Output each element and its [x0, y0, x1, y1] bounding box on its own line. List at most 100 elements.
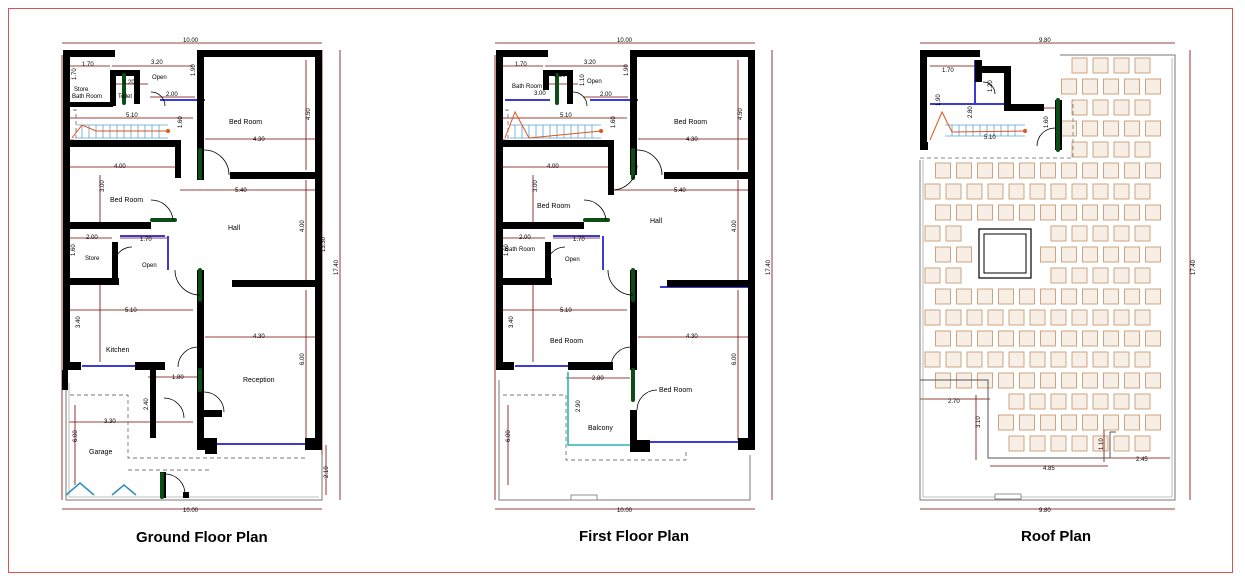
room-label-bed-room: Bed Room [229, 119, 262, 126]
roof-tile [935, 288, 951, 305]
roof-tile [987, 351, 1004, 368]
roof-tile [1019, 330, 1035, 347]
roof-tile [1124, 330, 1140, 347]
roof-tile [935, 330, 951, 347]
roof-tile [1061, 246, 1077, 263]
first-walls [496, 50, 755, 452]
room-label-reception: Reception [243, 377, 275, 384]
roof-outlines [919, 54, 1176, 501]
dimension-label: 1.90 [624, 64, 630, 76]
roof-tile [1071, 267, 1088, 284]
roof-tile [1050, 225, 1067, 242]
roof-tile [1113, 351, 1130, 368]
dimension-label: 2.80 [968, 106, 974, 118]
dimension-label: 1.10 [580, 74, 586, 86]
roof-tile [1050, 393, 1067, 410]
room-label-toilet: Toilet [118, 94, 132, 100]
roof-tile [945, 225, 962, 242]
dimension-label: 4.00 [300, 220, 306, 232]
roof-staircase [928, 110, 1052, 142]
room-label-open: Open [587, 79, 602, 85]
dimension-label: 6.00 [506, 430, 512, 442]
roof-tile [935, 204, 951, 221]
roof-tile [924, 267, 941, 284]
roof-tile [1134, 141, 1151, 158]
room-label-garage: Garage [89, 449, 112, 456]
roof-tile [1040, 288, 1056, 305]
dimension-label: 1.70 [140, 237, 152, 243]
roof-tile [1103, 414, 1119, 431]
roof-tile-grid [924, 57, 1161, 452]
roof-tile [987, 183, 1004, 200]
roof-tile [924, 225, 941, 242]
roof-tile [1092, 351, 1109, 368]
room-label-open: Open [565, 257, 580, 263]
roof-tile [1082, 372, 1098, 389]
roof-tile [924, 351, 941, 368]
dimension-label: 3.20 [151, 60, 163, 66]
dimension-label: 1.90 [936, 94, 942, 106]
roof-tile [1113, 99, 1130, 116]
ground-dimension-labels: 10.00 1.70 3.20 1.70 1.20 1.90 2.00 5.10… [71, 38, 340, 514]
roof-tile [1113, 267, 1130, 284]
roof-tile [1061, 330, 1077, 347]
dimension-label: 1.80 [172, 375, 184, 381]
roof-tile [977, 330, 993, 347]
roof-tile [998, 414, 1014, 431]
dimension-label: 2.45 [1136, 457, 1148, 463]
roof-tile [956, 330, 972, 347]
dimension-label: 2.10 [1023, 106, 1035, 112]
dimension-label: 1.20 [988, 80, 994, 92]
roof-tile [1008, 351, 1025, 368]
dimension-label: 4.00 [732, 220, 738, 232]
roof-tile [1019, 414, 1035, 431]
roof-tile [1029, 183, 1046, 200]
roof-tile [1134, 267, 1151, 284]
roof-tile [1134, 99, 1151, 116]
roof-tile [1040, 372, 1056, 389]
room-label-bath-room: Bath Room [72, 94, 102, 100]
dimension-label: 1.70 [515, 62, 527, 68]
roof-tile [966, 309, 983, 326]
dimension-label: 1.10 [1099, 438, 1105, 450]
roof-tile [1029, 309, 1046, 326]
ground-lot-line [65, 380, 323, 501]
roof-tile [956, 288, 972, 305]
roof-tile [1092, 57, 1109, 74]
first-dimension-lines [494, 42, 773, 510]
dimension-label: 3.40 [509, 316, 515, 328]
room-label-bed-room: Bed Room [550, 338, 583, 345]
roof-tile [1082, 78, 1098, 95]
roof-tile [1061, 288, 1077, 305]
roof-tile [1124, 288, 1140, 305]
room-label-bed-room: Bed Room [674, 119, 707, 126]
first-dimension-labels: 10.00 1.70 3.20 1.30 1.10 1.90 3.00 2.00… [504, 38, 772, 514]
roof-tile [1040, 162, 1056, 179]
dimension-label: 4.30 [686, 137, 698, 143]
roof-tile [1071, 351, 1088, 368]
dimension-label: 2.70 [948, 399, 960, 405]
roof-tile [956, 162, 972, 179]
roof-tile [1124, 414, 1140, 431]
roof-tile [1082, 204, 1098, 221]
roof-tile [1061, 120, 1077, 137]
roof-tile [1019, 204, 1035, 221]
roof-tile [1019, 162, 1035, 179]
roof-tile [1134, 225, 1151, 242]
roof-tile [924, 183, 941, 200]
dimension-label: 2.00 [86, 235, 98, 241]
roof-tile [998, 204, 1014, 221]
ground-floor-plan-title: Ground Floor Plan [136, 529, 268, 546]
dimension-label: 5.40 [674, 188, 686, 194]
dimension-label: 1.90 [191, 64, 197, 76]
roof-tile [1124, 162, 1140, 179]
roof-tile [1124, 120, 1140, 137]
dimension-label: 2.00 [519, 235, 531, 241]
roof-tile [1008, 393, 1025, 410]
dimension-label: 1.70 [72, 68, 78, 80]
roof-tile [1071, 225, 1088, 242]
dimension-label: 1.70 [82, 62, 94, 68]
dimension-label: 4.00 [114, 164, 126, 170]
roof-tile [1145, 246, 1161, 263]
dimension-label: 5.10 [560, 113, 572, 119]
